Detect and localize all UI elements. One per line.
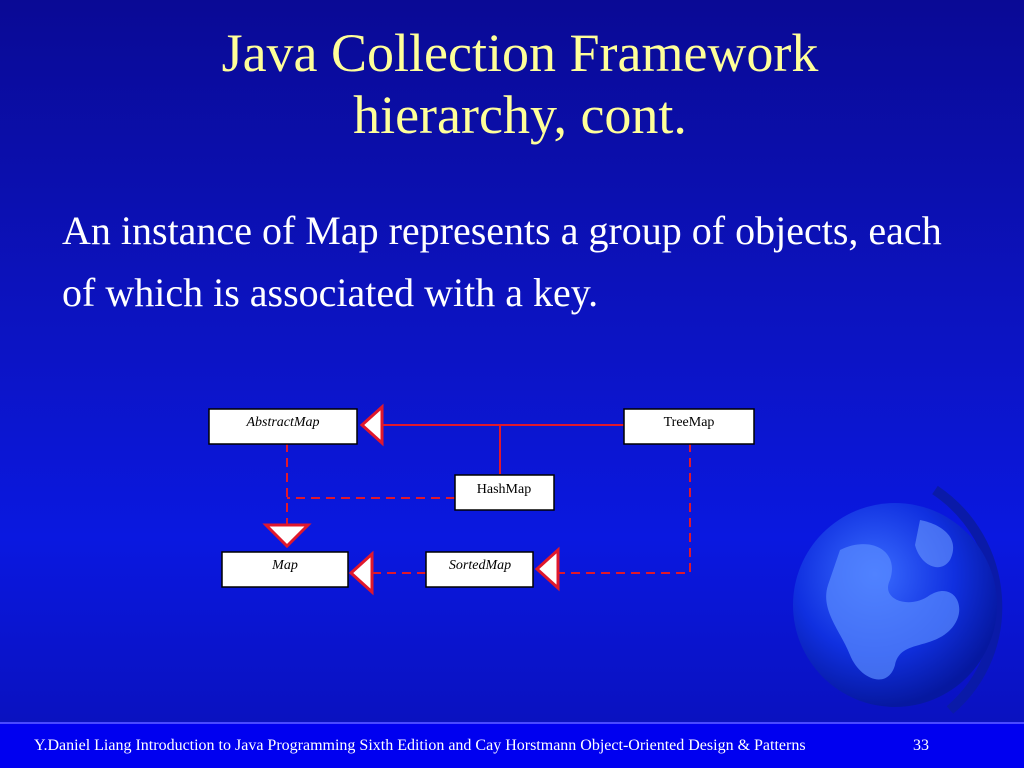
node-map: Map [221,551,349,588]
arrowheads [262,403,560,596]
map-right-arrowhead [348,550,374,596]
body-text: An instance of Map represents a group of… [62,208,942,315]
connectors [286,424,691,574]
node-sortedmap: SortedMap [425,551,534,588]
footer-text: Y.Daniel Liang Introduction to Java Prog… [34,737,806,754]
node-hashmap-label: HashMap [477,482,531,497]
title-line-2: hierarchy, cont. [353,85,687,145]
slide-title: Java Collection Framework hierarchy, con… [0,22,1024,146]
node-abstractmap: AbstractMap [208,408,358,445]
sortedmap-arrowhead [534,546,560,592]
node-treemap-label: TreeMap [664,415,715,430]
node-map-label: Map [271,558,298,573]
abstractmap-arrowhead [359,403,384,447]
page-number: 33 [913,737,929,754]
footer-bar: Y.Daniel Liang Introduction to Java Prog… [0,722,1024,768]
node-sortedmap-label: SortedMap [449,558,511,573]
node-hashmap: HashMap [454,474,555,511]
node-abstractmap-label: AbstractMap [245,415,319,430]
node-treemap: TreeMap [623,408,755,445]
treemap-to-sortedmap-line [558,443,691,574]
map-arrowhead [262,523,312,549]
title-line-1: Java Collection Framework [221,23,819,83]
globe-icon [793,485,1003,734]
